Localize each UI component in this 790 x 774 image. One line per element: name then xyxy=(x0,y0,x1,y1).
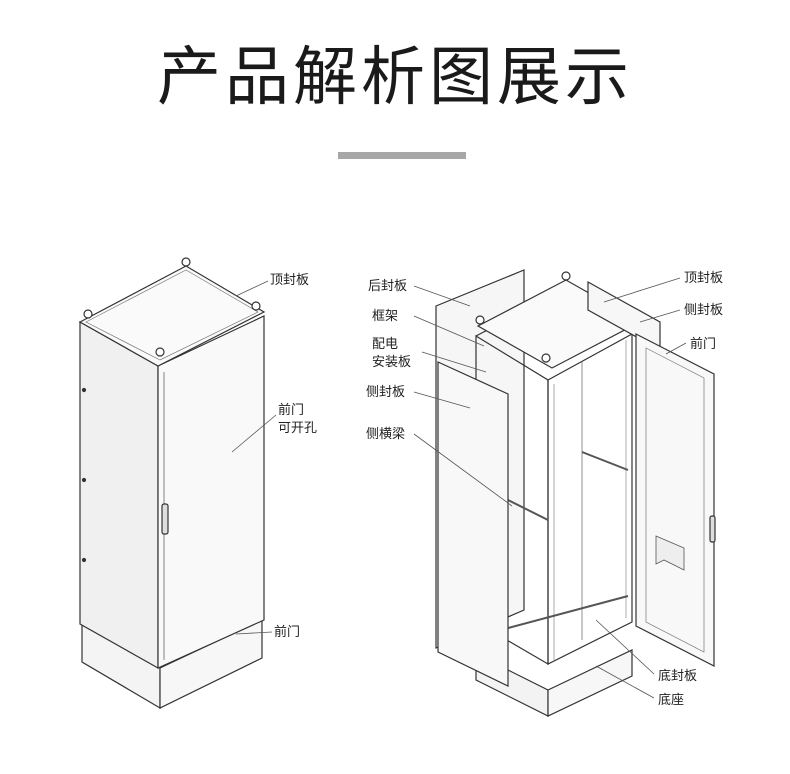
label-top-panel-right: 顶封板 xyxy=(684,271,724,286)
label-top-panel-left: 顶封板 xyxy=(270,273,310,288)
label-base: 底座 xyxy=(658,693,685,708)
label-side-beam: 侧横梁 xyxy=(366,427,406,442)
title-underline xyxy=(338,152,466,159)
label-side-panel-right: 侧封板 xyxy=(684,303,724,318)
label-frame: 框架 xyxy=(372,309,399,324)
label-front-door-line1: 前门 xyxy=(278,403,305,418)
label-front-door-right: 前门 xyxy=(690,337,717,352)
page-title: 产品解析图展示 xyxy=(157,41,633,115)
label-front-door-line2: 可开孔 xyxy=(278,421,318,436)
label-rear-panel: 后封板 xyxy=(368,279,408,294)
label-mount-plate-line1: 配电 xyxy=(372,337,399,352)
label-mount-plate-line2: 安装板 xyxy=(372,355,412,370)
label-bottom-panel: 底封板 xyxy=(658,669,698,684)
right-cabinet-illustration xyxy=(413,269,716,717)
label-side-panel-left: 侧封板 xyxy=(366,385,406,400)
left-cabinet-illustration xyxy=(78,257,277,710)
label-front-door-bottom: 前门 xyxy=(274,625,301,640)
